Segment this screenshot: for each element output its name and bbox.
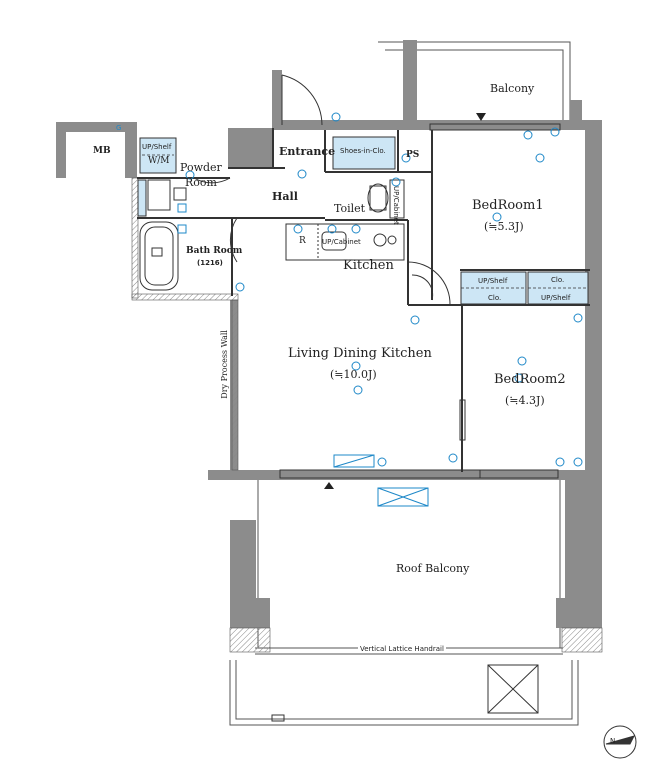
- roof-balcony-outline: [229, 480, 579, 726]
- roof-balcony-label: Roof Balcony: [396, 562, 470, 575]
- kitchen-label: Kitchen: [343, 258, 394, 273]
- door-swings: [193, 74, 451, 306]
- bed1-closet-label: Clo.: [551, 276, 565, 284]
- roof-columns: [230, 480, 602, 628]
- entry-markers: [324, 113, 486, 489]
- balcony-label: Balcony: [490, 82, 535, 95]
- dry-wall-label: Dry Process Wall: [220, 330, 229, 399]
- ps-label: PS: [406, 150, 420, 160]
- mb-label: MB: [93, 146, 111, 156]
- bath-size: (1216): [197, 259, 223, 267]
- powder-shelf-label: UP/Shelf: [142, 143, 172, 151]
- bed2-closet-shelf: UP/Shelf: [478, 277, 508, 285]
- mb-tag: G: [116, 124, 122, 132]
- roof-hatch: [229, 627, 603, 653]
- bath-label: Bath Room: [186, 246, 243, 256]
- north-label: N: [610, 737, 616, 745]
- ldk-size: (≒10.0J): [330, 368, 377, 381]
- bedroom2-label: BedRoom2: [494, 372, 566, 387]
- bedroom1-size: (≒5.3J): [484, 220, 524, 233]
- interior-walls: [137, 128, 590, 472]
- bedroom1-label: BedRoom1: [472, 198, 544, 213]
- entrance-label: Entrance: [279, 145, 336, 158]
- powder-label: Powder: [180, 161, 222, 174]
- compass-icon: [603, 725, 637, 759]
- shoes-label: Shoes-in-Clo.: [340, 147, 386, 155]
- hatched-walls: [131, 177, 239, 471]
- toilet-label: Toilet: [334, 202, 366, 215]
- handrail-label: Vertical Lattice Handrail: [358, 645, 446, 653]
- electrical-symbols: [177, 112, 583, 467]
- ldk-label: Living Dining Kitchen: [288, 346, 432, 361]
- fridge-label: R: [299, 236, 306, 246]
- wm-label: W/M: [148, 156, 170, 166]
- bed1-closet-shelf: UP/Shelf: [541, 294, 571, 302]
- bed2-closet-label: Clo.: [488, 294, 502, 302]
- bedroom2-size: (≒4.3J): [505, 394, 545, 407]
- kitchen-cabinet-label: UP/Cabinet: [322, 238, 361, 246]
- windows: [279, 123, 561, 479]
- skylight: [271, 454, 539, 722]
- hall-label: Hall: [272, 190, 298, 203]
- balcony-outline: [378, 41, 571, 125]
- vanity: [147, 179, 187, 211]
- kitchen-counter: [285, 223, 405, 261]
- shelf-lines: [142, 154, 588, 289]
- toilet-cabinet-label: UP/Cabinet: [392, 186, 400, 225]
- powder-label-2: Room: [185, 176, 217, 189]
- toilet-fixture: [367, 179, 405, 219]
- bathtub: [139, 221, 179, 291]
